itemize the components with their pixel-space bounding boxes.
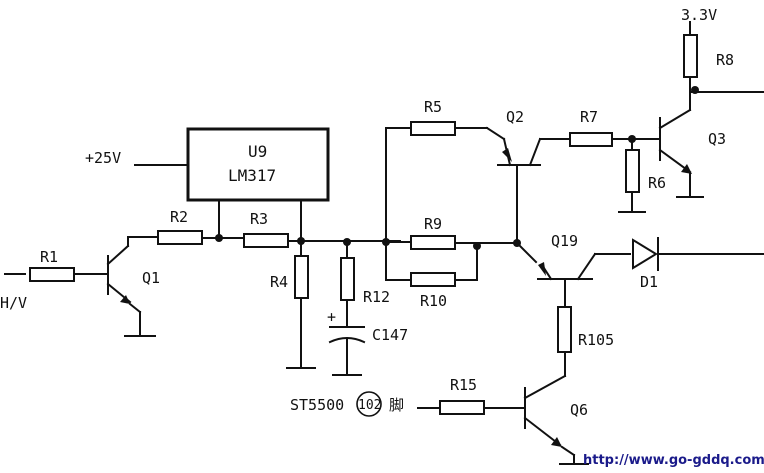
- pin-number-label: 102: [358, 398, 381, 413]
- resistor-r10: [410, 272, 456, 287]
- r15-label: R15: [450, 376, 477, 394]
- pin-number-circle: [356, 391, 382, 417]
- resistor-r105: [557, 306, 572, 353]
- q3-label: Q3: [708, 130, 726, 148]
- resistor-r1: [29, 267, 75, 282]
- supply-25v-label: +25V: [85, 149, 121, 167]
- r4-label: R4: [270, 273, 288, 291]
- u9-ref-label: U9: [248, 142, 267, 161]
- c147-label: C147: [372, 326, 408, 344]
- r3-label: R3: [250, 210, 268, 228]
- q19-label: Q19: [551, 232, 578, 250]
- resistor-r6: [625, 149, 640, 193]
- r12-label: R12: [363, 288, 390, 306]
- hv-input-label: H/V: [0, 294, 27, 312]
- resistor-r15: [439, 400, 485, 415]
- resistor-r4: [294, 255, 309, 299]
- transistor-q19: [515, 241, 631, 308]
- q1-label: Q1: [142, 269, 160, 287]
- r10-label: R10: [420, 292, 447, 310]
- pin-suffix-label: 脚: [389, 396, 404, 414]
- transistor-q1: [106, 236, 159, 337]
- r9-label: R9: [424, 215, 442, 233]
- c147-plus-sign: +: [327, 308, 336, 326]
- r8-label: R8: [716, 51, 734, 69]
- resistor-r5: [410, 121, 456, 136]
- q6-label: Q6: [570, 401, 588, 419]
- d1-label: D1: [640, 273, 658, 291]
- resistor-r8: [683, 34, 698, 78]
- r105-label: R105: [578, 331, 614, 349]
- r5-label: R5: [424, 98, 442, 116]
- u9-part-label: LM317: [228, 166, 276, 185]
- st5500-chip-label: ST5500: [290, 396, 344, 414]
- regulator-u9: [186, 127, 330, 202]
- r7-label: R7: [580, 108, 598, 126]
- q2-label: Q2: [506, 108, 524, 126]
- transistor-q2: [497, 137, 571, 244]
- diode-d1: [632, 237, 764, 271]
- transistor-q3: [658, 77, 704, 198]
- resistor-r9: [410, 235, 456, 250]
- r2-label: R2: [170, 208, 188, 226]
- r6-label: R6: [648, 174, 666, 192]
- supply-3v3-label: 3.3V: [681, 6, 717, 24]
- resistor-r12: [340, 257, 355, 301]
- watermark-url: http://www.go-gddq.com: [583, 453, 764, 468]
- resistor-r2: [157, 230, 203, 245]
- resistor-r3: [243, 233, 289, 248]
- resistor-r7: [569, 132, 613, 147]
- transistor-q6: [523, 374, 589, 465]
- r1-label: R1: [40, 248, 58, 266]
